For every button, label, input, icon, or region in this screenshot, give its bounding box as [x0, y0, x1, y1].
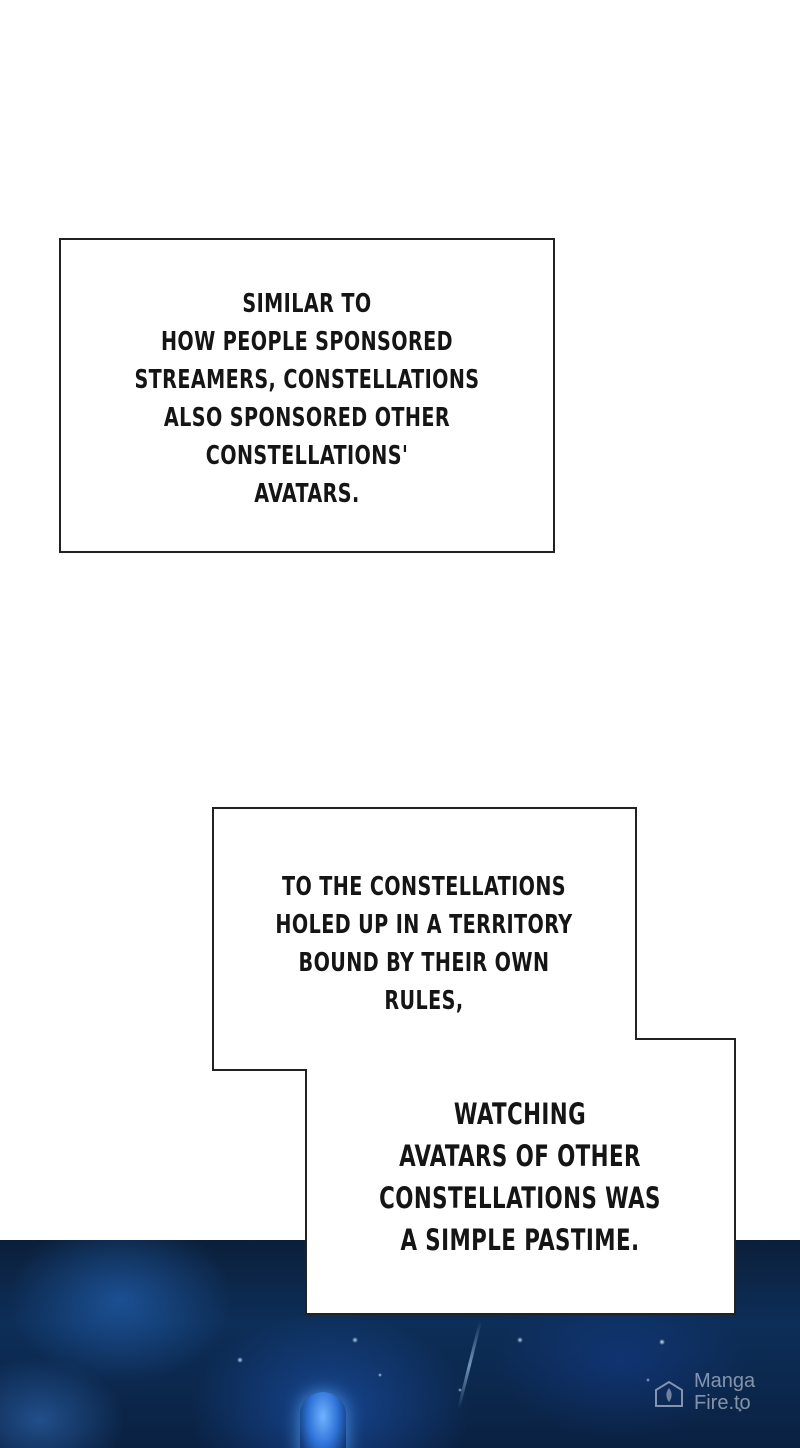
watermark-line-2: Fire.to	[694, 1392, 751, 1414]
narration-line: ALSO SPONSORED OTHER	[163, 403, 451, 433]
narration-line: HOW PEOPLE SPONSORED	[160, 327, 454, 357]
watermark-text: Manga Fire.to	[694, 1370, 755, 1414]
narration-line: STREAMERS, CONSTELLATIONS	[134, 365, 480, 395]
narration-line: TO THE CONSTELLATIONS	[281, 872, 567, 902]
narration-line: WATCHING	[453, 1097, 587, 1131]
narration-line: RULES,	[384, 986, 464, 1016]
stepped-box-shape	[212, 807, 736, 1315]
mangafire-logo-icon	[655, 1380, 683, 1407]
glowing-figure-icon	[300, 1392, 346, 1448]
narration-line: AVATARS OF OTHER	[399, 1139, 641, 1173]
narration-text-sponsorship: SIMILAR TO HOW PEOPLE SPONSORED STREAMER…	[105, 285, 508, 513]
narration-line: SIMILAR TO	[242, 289, 372, 319]
watermark-line-1: Manga	[694, 1370, 756, 1392]
site-watermark: Manga Fire.to	[652, 1368, 782, 1418]
narration-line: CONSTELLATIONS'	[205, 441, 409, 471]
narration-text-territory: TO THE CONSTELLATIONS HOLED UP IN A TERR…	[252, 868, 596, 1020]
narration-text-pastime: WATCHING AVATARS OF OTHER CONSTELLATIONS…	[356, 1093, 684, 1261]
narration-line: AVATARS.	[254, 479, 360, 509]
narration-line: BOUND BY THEIR OWN	[298, 948, 550, 978]
narration-line: CONSTELLATIONS WAS	[379, 1181, 661, 1215]
narration-box-sponsorship: SIMILAR TO HOW PEOPLE SPONSORED STREAMER…	[59, 238, 555, 553]
narration-line: HOLED UP IN A TERRITORY	[275, 910, 573, 940]
